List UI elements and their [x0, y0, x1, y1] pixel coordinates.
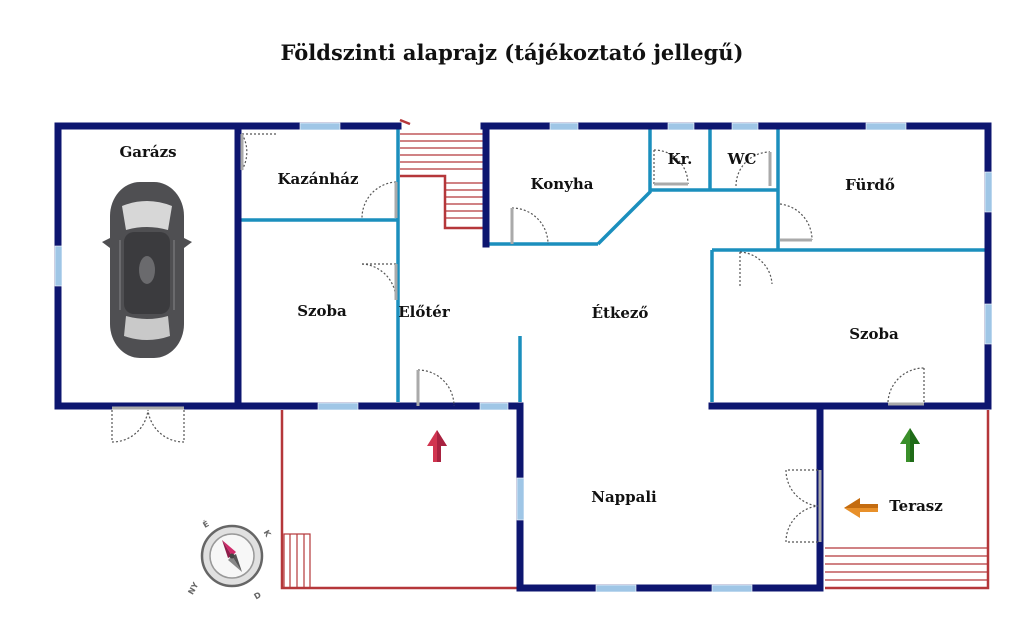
doors — [111, 133, 925, 543]
window — [984, 171, 993, 213]
window — [54, 245, 63, 287]
outdoor-outlines — [280, 118, 990, 590]
room-label-szoba-left: Szoba — [297, 302, 347, 320]
windows — [54, 122, 993, 593]
compass-south: D — [253, 590, 264, 601]
door — [241, 133, 278, 171]
room-label-wc: WC — [727, 150, 757, 168]
window — [516, 477, 525, 521]
door — [735, 151, 771, 187]
room-label-szoba-right: Szoba — [849, 325, 899, 343]
window — [865, 122, 907, 131]
inner-walls — [240, 128, 988, 402]
stairs-upper — [400, 133, 484, 219]
compass-west: NY — [186, 581, 200, 596]
garden-arrow-icon — [900, 428, 920, 462]
plan-title: Földszinti alaprajz (tájékoztató jellegű… — [280, 40, 744, 65]
room-label-garazs: Garázs — [119, 143, 176, 161]
terrace-arrow-icon — [844, 498, 878, 518]
room-label-furdo: Fürdő — [845, 176, 895, 194]
door — [361, 263, 397, 301]
door — [653, 149, 689, 185]
stairs-terrace — [825, 547, 988, 581]
window — [549, 122, 579, 131]
window — [299, 122, 341, 131]
door — [779, 203, 813, 241]
compass-east: K — [262, 529, 273, 540]
window — [317, 402, 359, 411]
room-label-etkezo: Étkező — [592, 304, 649, 322]
window — [479, 402, 509, 411]
window — [731, 122, 759, 131]
compass-north: É — [200, 518, 210, 530]
door — [739, 251, 773, 286]
door — [511, 207, 549, 245]
room-label-kazanhaz: Kazánház — [277, 170, 359, 188]
compass-icon: É K D NY — [186, 518, 273, 602]
window — [984, 303, 993, 345]
entrance-arrow-icon — [427, 430, 447, 462]
window — [667, 122, 695, 131]
room-label-terasz: Terasz — [889, 497, 943, 515]
door — [785, 469, 819, 543]
door — [887, 367, 925, 403]
door — [361, 181, 397, 219]
door — [417, 369, 455, 407]
car-icon — [102, 182, 192, 358]
room-label-kamra: Kr. — [668, 150, 693, 168]
room-labels: Garázs Kazánház Konyha Kr. WC Fürdő Szob… — [119, 143, 943, 515]
door — [111, 409, 185, 443]
stairs-entrance — [283, 533, 311, 589]
room-label-eloter: Előtér — [398, 303, 451, 321]
window — [711, 584, 753, 593]
room-label-konyha: Konyha — [531, 175, 594, 193]
room-label-nappali: Nappali — [591, 488, 657, 506]
window — [595, 584, 637, 593]
